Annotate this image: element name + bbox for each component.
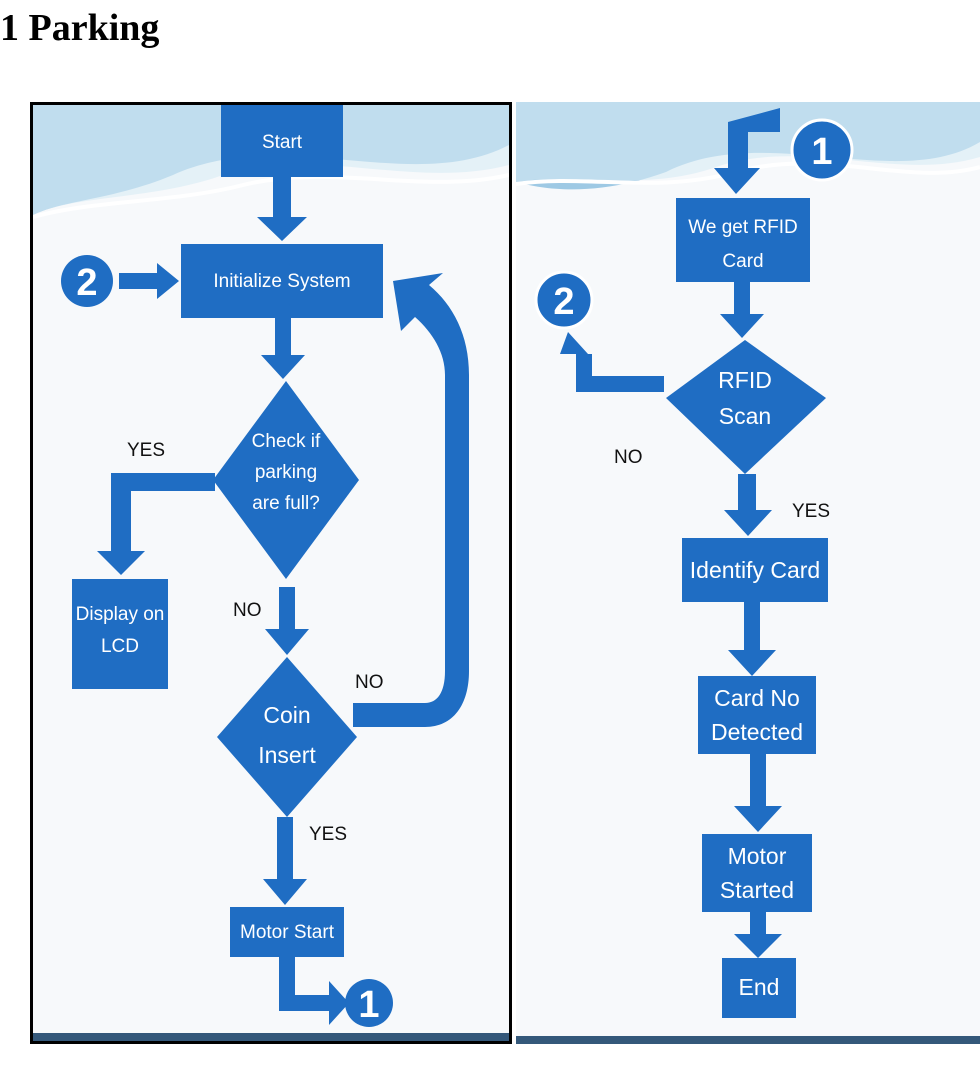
connector-2-in	[61, 255, 113, 307]
arrow-init-check	[261, 318, 305, 379]
arrow-detected-motor	[734, 754, 782, 832]
arrow-motor-end	[734, 912, 782, 958]
connector-1-in	[790, 118, 854, 182]
check-diamond	[213, 381, 359, 579]
motor-start-box	[230, 907, 344, 957]
connector-1-in-label: 1	[811, 131, 832, 173]
end-box	[722, 958, 796, 1018]
flowchart-left-svg: Start 2 Initialize System Check if parki…	[33, 105, 509, 1041]
coin-diamond	[217, 657, 357, 817]
end-label: End	[739, 974, 780, 1000]
check-label-3: are full?	[252, 493, 320, 514]
arrow-check-coin	[265, 587, 309, 655]
connector-1-out	[345, 979, 393, 1027]
yes-top-label: YES	[127, 440, 165, 461]
motor-started-label-1: Motor	[728, 843, 787, 869]
yes-bottom-label: YES	[309, 824, 347, 845]
arrow-connector-init	[119, 263, 179, 299]
yes-label: YES	[792, 501, 830, 522]
scan-diamond	[666, 340, 826, 474]
arrow-start-init	[257, 177, 307, 241]
start-label: Start	[262, 132, 303, 153]
flowchart-panel-right: 1 We get RFID Card 2 NO RFID Scan YES Id…	[516, 102, 980, 1044]
bottom-line	[516, 1036, 980, 1044]
connector-2-out	[534, 270, 594, 330]
display-label-2: LCD	[101, 636, 139, 657]
initialize-label: Initialize System	[213, 271, 350, 292]
arrow-motor-connector	[279, 957, 349, 1025]
scan-label-2: Scan	[719, 403, 771, 429]
connector-1-out-label: 1	[358, 984, 379, 1026]
arrow-identify-detected	[728, 602, 776, 676]
arrow-scan-identify	[724, 474, 772, 536]
arrow-coin-motor	[263, 817, 307, 905]
coin-label-2: Insert	[258, 742, 316, 768]
page-title: 1 Parking	[0, 7, 160, 49]
no-right-label: NO	[355, 672, 384, 693]
connector-2-out-label: 2	[553, 281, 574, 323]
display-box	[72, 579, 168, 689]
check-label-1: Check if	[252, 431, 321, 452]
no-label: NO	[614, 447, 643, 468]
detected-label-2: Detected	[711, 719, 803, 745]
arrow-coin-loop	[353, 273, 469, 727]
flowchart-right-svg: 1 We get RFID Card 2 NO RFID Scan YES Id…	[516, 102, 980, 1044]
bottom-line	[33, 1033, 509, 1041]
get-card-label-2: Card	[722, 251, 763, 272]
flowchart-panel-left: Start 2 Initialize System Check if parki…	[30, 102, 512, 1044]
motor-start-label: Motor Start	[240, 922, 335, 943]
display-label-1: Display on	[76, 604, 165, 625]
get-card-box	[676, 198, 810, 282]
wave-line	[33, 173, 509, 219]
motor-started-box	[702, 834, 812, 912]
identify-box	[682, 538, 828, 602]
detected-label-1: Card No	[714, 685, 800, 711]
no-mid-label: NO	[233, 600, 262, 621]
initialize-box	[181, 244, 383, 318]
check-label-2: parking	[255, 462, 317, 483]
motor-started-label-2: Started	[720, 877, 794, 903]
detected-box	[698, 676, 816, 754]
coin-label-1: Coin	[263, 702, 310, 728]
arrow-card-scan	[720, 282, 764, 338]
get-card-label-1: We get RFID	[688, 217, 797, 238]
arrow-entry	[714, 108, 780, 194]
arrow-check-display	[97, 473, 215, 575]
identify-label: Identify Card	[690, 557, 820, 583]
arrow-scan-connector	[560, 332, 664, 392]
connector-2-in-label: 2	[76, 262, 97, 304]
scan-label-1: RFID	[718, 367, 772, 393]
start-box	[221, 105, 343, 177]
